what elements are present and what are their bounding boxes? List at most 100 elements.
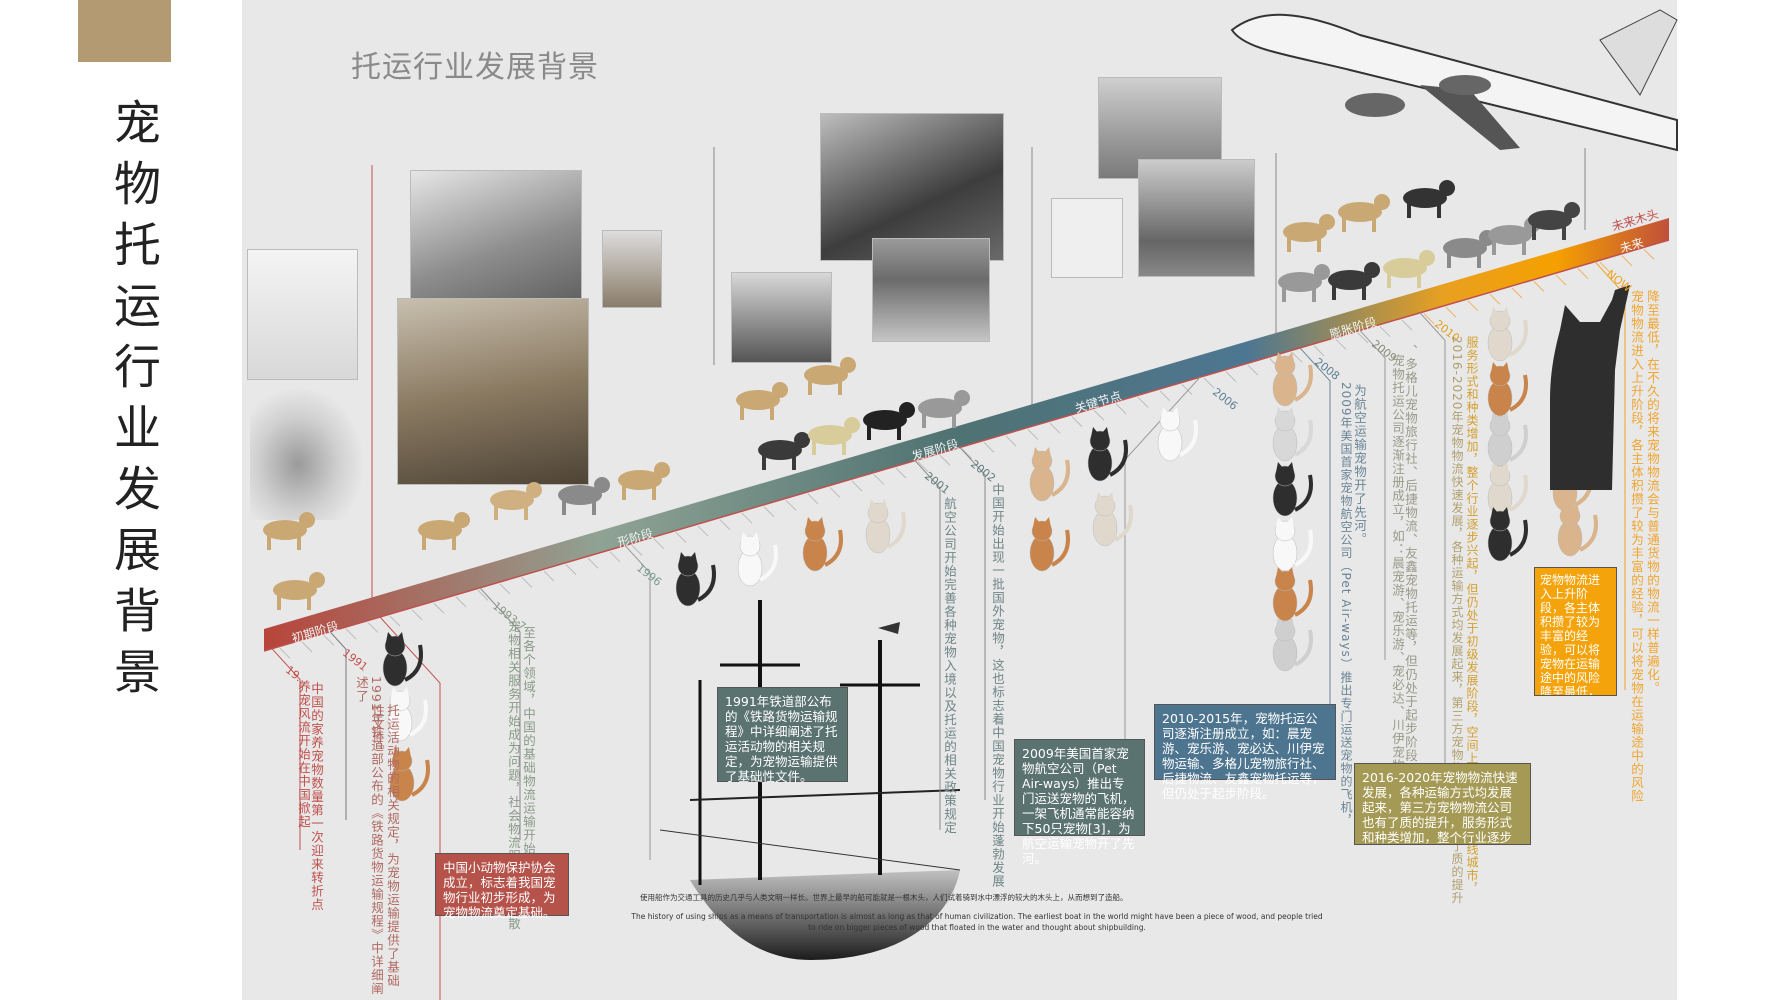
tick-mark: [301, 641, 313, 653]
tick-mark: [345, 628, 357, 640]
tick-mark: [675, 532, 687, 543]
tick-mark: [411, 609, 423, 621]
dog-illustration: [1443, 230, 1495, 268]
cat-illustration: [1557, 502, 1598, 557]
tick-mark: [1445, 306, 1457, 318]
event-text-2001: 航空公司开始完善各种宠物入境以及托运的相关政策规定: [942, 497, 957, 835]
tick-mark: [917, 461, 929, 473]
black-cat-reaching-image: [1550, 285, 1630, 490]
cargo-truck-photo: [731, 272, 832, 363]
tick-mark: [389, 615, 401, 627]
tick-mark: [1335, 339, 1347, 350]
tick-mark: [939, 454, 951, 466]
year-connector-line: [1299, 347, 1331, 720]
event-text-1991: 1991年铁道部公布的《铁路货物运输规程》中详细阐述了: [354, 676, 384, 996]
tick-mark: [543, 570, 555, 582]
page-title: 托运行业发展背景: [351, 50, 599, 85]
mountain-railway-photo: [397, 298, 589, 485]
year-connector-line: [959, 447, 986, 800]
event-text-19xx: 中国的家养宠物数量第一次迎来转折点: [309, 682, 324, 912]
airplane-sketch-image: [1051, 198, 1123, 278]
tick-mark: [1423, 313, 1435, 325]
tick-mark: [1247, 364, 1259, 376]
old-railway-photo: [602, 230, 662, 308]
dog-illustration: [1383, 250, 1435, 288]
event-text-2008: 为航空运输宠物开了先河。: [1352, 384, 1367, 546]
event-text-1993: 宠物相关服务开始成为问题，社会物流服务开始扩散: [506, 620, 521, 931]
dog-illustration: [863, 402, 915, 440]
timeline-band: [264, 218, 1669, 651]
cat-illustration: [865, 499, 906, 554]
tick-mark: [851, 480, 863, 492]
event-box-association: 中国小动物保护协会成立，标志着我国宠物行业初步形成，为宠物物流奠定基础。: [435, 853, 569, 920]
tick-mark: [873, 474, 885, 485]
year-connector-line: [914, 460, 941, 830]
tick-mark: [741, 512, 753, 524]
dog-illustration: [1328, 262, 1380, 300]
event-text-1991: 托运活动物的相关规定，为宠物运输提供了基础性文件。: [370, 704, 400, 988]
cat-illustration: [1487, 507, 1528, 562]
tick-mark: [323, 635, 335, 646]
event-text-2002: 中国开始出现一批国外宠物，这也标志着中国宠物行业开始蓬勃发展: [990, 483, 1005, 888]
tick-mark: [1555, 274, 1567, 286]
dog-illustration: [273, 572, 325, 610]
tick-mark: [565, 564, 577, 576]
vertical-page-title: 宠物托运行业发展背景: [105, 98, 160, 708]
airplane-image: [1230, 9, 1678, 152]
tick-mark: [983, 442, 995, 453]
dog-illustration: [736, 382, 788, 420]
tick-mark: [631, 545, 643, 556]
tick-mark: [1115, 403, 1127, 415]
footer-caption-english-text: The history of using ships as a means of…: [631, 912, 1323, 932]
year-connector-line: [624, 545, 651, 860]
event-box-1991: 1991年铁道部公布的《铁路货物运输规程》中详细阐述了托运活动物的相关规定，为宠…: [717, 687, 848, 784]
dog-illustration: [808, 417, 860, 455]
cat-illustration: [1487, 362, 1528, 417]
cat-illustration: [1272, 617, 1313, 672]
year-connector-line: [1419, 312, 1446, 820]
tick-mark: [1467, 300, 1479, 312]
dog-illustration: [1338, 194, 1390, 232]
tick-mark: [279, 647, 291, 659]
tick-mark: [433, 602, 445, 614]
footer-caption-chinese: 使用船作为交通工具的历史几乎与人类文明一样长。世界上最早的船可能就是一根木头，人…: [640, 893, 1128, 902]
tick-mark: [763, 506, 775, 518]
tick-mark: [1401, 319, 1413, 331]
tick-mark: [1225, 371, 1237, 382]
tick-mark: [1511, 287, 1523, 299]
tick-mark: [653, 538, 665, 550]
tick-mark: [1159, 390, 1171, 402]
dog-illustration: [758, 432, 810, 470]
cat-illustration: [737, 532, 778, 587]
event-text-2008: 2009年美国首家宠物航空公司（Pet Air-ways）推出专门运送宠物的飞机…: [1339, 382, 1353, 827]
event-box-future: 宠物物流进入上升阶段，各主体积攒了较为丰富的经验，可以将宠物在运输途中的风险降至…: [1534, 567, 1617, 696]
year-connector-line: [329, 631, 347, 820]
year-connector-line: [479, 587, 521, 840]
tick-mark: [1621, 255, 1633, 267]
sailboat-sketch-image: [247, 249, 358, 380]
tick-mark: [1181, 384, 1193, 395]
tick-mark: [1357, 332, 1369, 344]
event-text-now: 降至最低，在不久的将来宠物物流会与普通货物的物流一样普遍化。: [1645, 290, 1660, 695]
dog-illustration: [490, 482, 542, 520]
top-connector-lines: [371, 147, 1586, 600]
tick-mark: [1005, 435, 1017, 447]
cat-illustration: [1029, 447, 1070, 502]
cat-illustration: [1487, 462, 1528, 517]
dog-illustration: [1278, 264, 1330, 302]
dog-illustration: [418, 512, 470, 550]
tick-mark: [785, 499, 797, 511]
cat-illustration: [1272, 517, 1313, 572]
tick-mark: [1049, 422, 1061, 434]
cat-illustration: [1157, 407, 1198, 462]
tick-mark: [499, 583, 511, 595]
year-connector-line: [271, 648, 301, 850]
tick-mark: [719, 519, 731, 530]
cat-illustration: [1487, 307, 1528, 362]
tick-mark: [455, 596, 467, 608]
tick-mark: [961, 448, 973, 460]
cat-illustration: [389, 747, 430, 802]
tick-mark: [895, 467, 907, 479]
tick-mark: [367, 622, 379, 633]
